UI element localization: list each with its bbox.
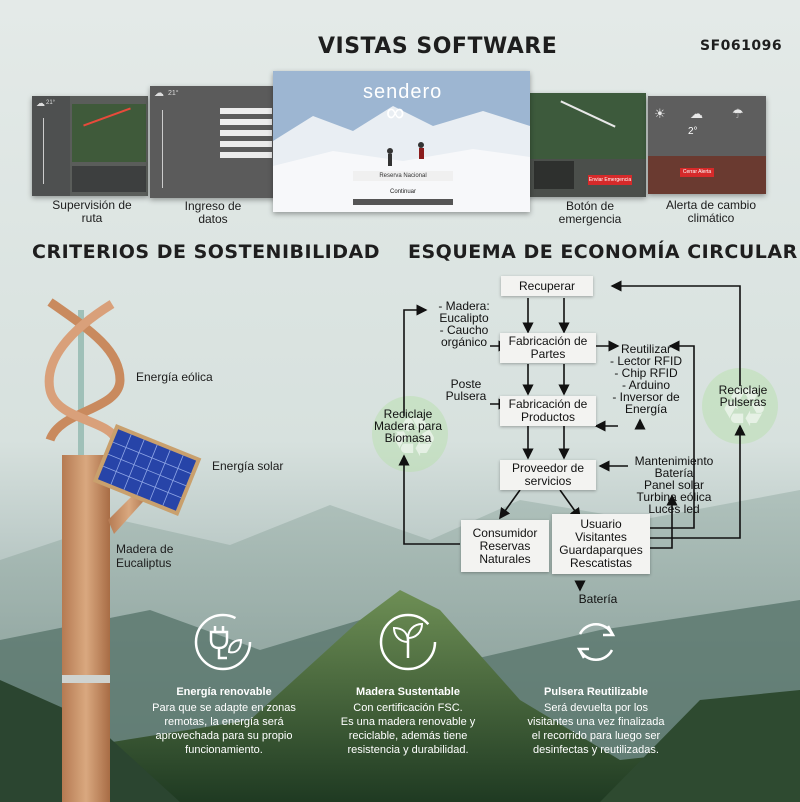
- box-proveedor-servicios: Proveedor de servicios: [500, 460, 596, 490]
- text-reutilizar: Reutilizar - Lector RFID - Chip RFID - A…: [609, 342, 682, 416]
- screen-climate-alert: ☀ ☁ ☂ 2° Cerrar Alerta: [648, 96, 766, 194]
- reserve-field[interactable]: Reserva Nacional: [353, 171, 453, 181]
- feature-title-energy: Energía renovable: [176, 686, 272, 698]
- recycle-wood-blob: [372, 396, 448, 472]
- svg-text:♻: ♻: [390, 406, 438, 469]
- box-fabricacion-productos: Fabricación de Productos: [500, 396, 596, 426]
- sustainability-title: CRITERIOS DE SOSTENIBILIDAD: [32, 241, 381, 263]
- recycle-bands-blob: [702, 368, 778, 444]
- circular-economy-title: ESQUEMA DE ECONOMÍA CIRCULAR: [408, 241, 798, 263]
- label-solar-energy: Energía solar: [212, 459, 284, 473]
- label-wind-energy: Energía eólica: [136, 370, 213, 384]
- close-alert-button[interactable]: Cerrar Alerta: [680, 168, 714, 177]
- screen-emergency: Enviar Emergencia: [528, 93, 646, 197]
- page-title: VISTAS SOFTWARE: [318, 34, 558, 59]
- screen-route-supervision: ☁ 21°: [32, 96, 148, 196]
- recycle-arrows-icon: [576, 623, 616, 661]
- box-recuperar: Recuperar: [501, 276, 593, 296]
- infinity-icon: ∞: [386, 97, 405, 127]
- text-mantenimiento: Mantenimiento Batería Panel solar Turbin…: [634, 454, 714, 516]
- sprout-icon: [379, 613, 437, 671]
- screen-caption-climate: Alerta de cambio climático: [665, 198, 757, 225]
- rain-icon: ☂: [732, 106, 744, 121]
- send-emergency-button[interactable]: Enviar Emergencia: [588, 175, 632, 185]
- svg-text:♻: ♻: [720, 376, 768, 439]
- sun-cloud-icon: ☀: [654, 106, 666, 121]
- lamp-post-illustration: [44, 298, 202, 802]
- feature-title-bracelet: Pulsera Reutilizable: [544, 686, 648, 698]
- code-label: SF061096: [700, 38, 783, 54]
- text-reciclaje-madera: Reciclaje Madera para Biomasa: [373, 407, 443, 445]
- screen-login: sendero ∞ Reserva Nacional Continuar: [273, 71, 530, 212]
- box-usuario: Usuario Visitantes Guardaparques Rescati…: [552, 514, 650, 574]
- continue-button[interactable]: Continuar: [389, 189, 416, 195]
- feature-title-wood: Madera Sustentable: [356, 686, 460, 698]
- cloud-icon: ☁: [36, 98, 45, 108]
- circular-economy-diagram: ♻ ♻: [372, 280, 778, 592]
- cloud-icon: ☁: [154, 88, 164, 99]
- label-eucalyptus-wood: Madera de Eucaliptus: [116, 542, 174, 570]
- feature-text-energy: Para que se adapte en zonas remotas, la …: [152, 702, 296, 756]
- screen-caption-data: Ingreso de datos: [184, 199, 242, 226]
- text-bateria: Batería: [578, 592, 618, 606]
- cloud-icon: ☁: [690, 106, 703, 121]
- feature-text-wood: Con certificación FSC. Es una madera ren…: [340, 702, 476, 756]
- text-reciclaje-pulseras: Reciclaje Pulseras: [718, 383, 768, 409]
- text-poste-pulsera: Poste Pulsera: [445, 377, 487, 403]
- app-logo: sendero: [363, 81, 443, 103]
- screen-caption-route: Supervisión de ruta: [52, 198, 132, 225]
- box-consumidor: Consumidor Reservas Naturales: [461, 520, 549, 572]
- feature-text-bracelet: Será devuelta por los visitantes una vez…: [527, 702, 665, 756]
- text-madera-caucho: - Madera: Eucalipto - Caucho orgánico: [438, 299, 490, 349]
- plug-leaf-icon: [194, 613, 252, 671]
- box-fabricacion-partes: Fabricación de Partes: [500, 333, 596, 363]
- screen-data-entry: ☁ 21°: [150, 86, 278, 198]
- screen-caption-emergency: Botón de emergencia: [558, 199, 622, 226]
